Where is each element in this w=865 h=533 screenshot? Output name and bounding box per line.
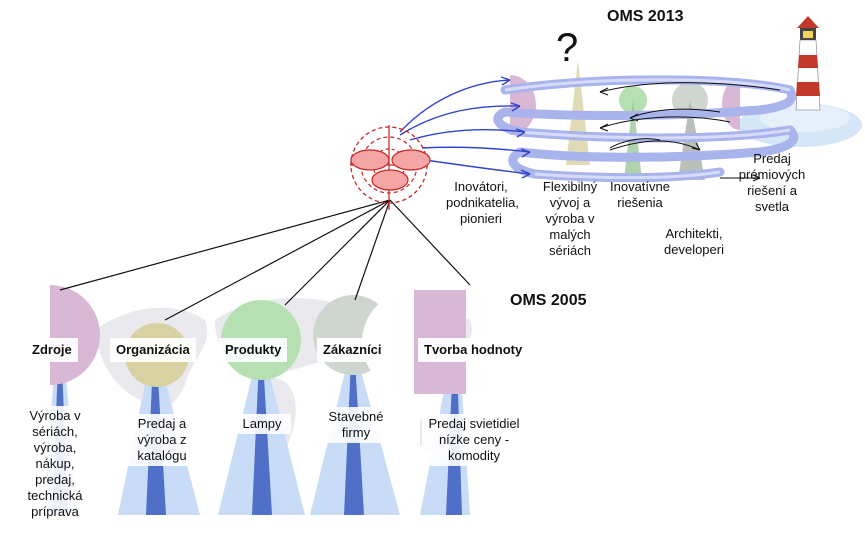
future-label-innovative: Inovatívne riešenia <box>610 179 670 210</box>
question-mark: ? <box>556 26 579 70</box>
pillar-desc-zakaznici: Stavebné firmy <box>326 407 386 443</box>
oms2005-title: OMS 2005 <box>510 292 587 309</box>
spiral-arrows <box>599 82 781 182</box>
future-label-premium: Predaj prémiových riešení a svetla <box>738 151 806 214</box>
pillar-header-zakaznici: Zákazníci <box>317 338 388 362</box>
future-label-innovators: Inovátori, podnikatelia, pionieri <box>446 179 519 226</box>
future-label-flexible: Flexibilný vývoj a výroba v malých sériá… <box>542 179 598 258</box>
future-label-architects: Architekti, developeri <box>664 226 724 257</box>
pillar-desc-zdroje: Výroba v sériách, výroba, nákup, predaj,… <box>20 406 90 522</box>
spiral-rings-highlight <box>504 78 791 180</box>
connector-lines <box>59 199 471 321</box>
target-icon <box>350 125 431 210</box>
pillar-desc-produkty: Lampy <box>233 414 291 434</box>
pillar-header-organizacia: Organizácia <box>110 338 196 362</box>
oms2013-title: OMS 2013 <box>607 8 684 25</box>
pillar-header-produkty: Produkty <box>219 338 288 362</box>
pillar-desc-tvorba: Predaj svietidiel nízke ceny - komodity <box>422 414 526 466</box>
pillar-header-tvorba: Tvorba hodnoty <box>418 338 529 362</box>
blue-arrows <box>399 76 531 179</box>
lighthouse-icon <box>795 16 821 111</box>
pillar-desc-organizacia: Predaj a výroba z katalógu <box>126 414 198 466</box>
pillar-header-zdroje: Zdroje <box>26 338 78 362</box>
